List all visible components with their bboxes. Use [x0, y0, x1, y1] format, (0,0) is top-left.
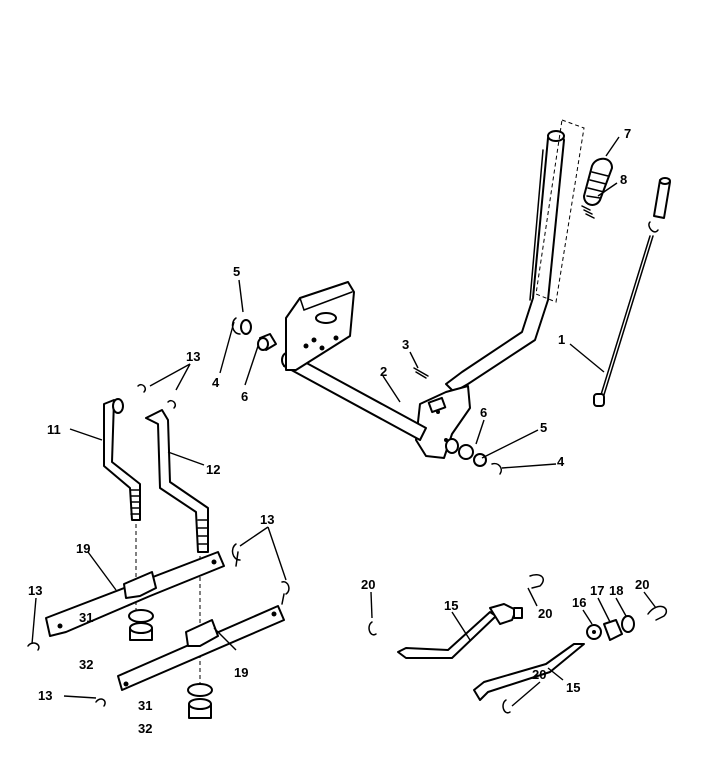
lift-handle [445, 130, 565, 393]
callout-13-bottom: 13 [38, 688, 52, 703]
callout-5-right: 5 [540, 420, 547, 435]
callout-20-upper: 20 [538, 606, 552, 621]
right-shaft-hardware [458, 444, 503, 475]
lift-link-right [145, 409, 209, 553]
handle-grip-outline [535, 119, 585, 303]
lever-bracket [415, 385, 471, 459]
callout-18: 18 [609, 583, 623, 598]
rod-lower [473, 643, 585, 701]
lift-arm-lower [117, 605, 285, 691]
lift-rod [593, 177, 671, 407]
callout-17: 17 [590, 583, 604, 598]
lift-arm-upper [45, 551, 225, 637]
callout-7: 7 [624, 126, 631, 141]
callout-8: 8 [620, 172, 627, 187]
leader-lines [31, 136, 657, 707]
callout-6-right: 6 [480, 405, 487, 420]
callout-32-lower: 32 [138, 721, 152, 736]
callout-13-right: 13 [260, 512, 274, 527]
spring [581, 205, 595, 219]
bushing-18 [621, 615, 635, 633]
callout-20-lower: 20 [532, 667, 546, 682]
callout-20-left: 20 [361, 577, 375, 592]
callout-16: 16 [572, 595, 586, 610]
callout-labels: 5 4 6 13 3 2 7 8 1 6 5 4 11 12 13 19 13 … [28, 126, 649, 736]
hairpin-clips [27, 383, 290, 707]
left-shaft-hardware [231, 317, 277, 351]
callout-5-left: 5 [233, 264, 240, 279]
roll-pin [413, 367, 429, 379]
rod-upper [397, 603, 523, 659]
callout-3: 3 [402, 337, 409, 352]
callout-31-lower: 31 [138, 698, 152, 713]
callout-19-lower: 19 [234, 665, 248, 680]
callout-15-lower: 15 [566, 680, 580, 695]
callout-13-left: 13 [28, 583, 42, 598]
callout-20-right: 20 [635, 577, 649, 592]
callout-4-right: 4 [557, 454, 565, 469]
callout-19-upper: 19 [76, 541, 90, 556]
spacer-nut-lower [187, 683, 213, 719]
spacer-nut-upper [128, 609, 154, 641]
nut-16 [586, 624, 602, 640]
callout-32-upper: 32 [79, 657, 93, 672]
callout-13-top: 13 [186, 349, 200, 364]
callout-2: 2 [380, 364, 387, 379]
callout-31-upper: 31 [79, 610, 93, 625]
callout-6-left: 6 [241, 389, 248, 404]
mounting-plate [285, 281, 355, 371]
callout-1: 1 [558, 332, 565, 347]
lift-link-left [103, 398, 141, 521]
callout-12: 12 [206, 462, 220, 477]
callout-15-upper: 15 [444, 598, 458, 613]
handle-grip [583, 157, 613, 206]
callout-11: 11 [47, 422, 61, 437]
callout-4-left: 4 [212, 375, 220, 390]
bracket-17 [603, 619, 623, 641]
rod-clips [368, 574, 668, 714]
